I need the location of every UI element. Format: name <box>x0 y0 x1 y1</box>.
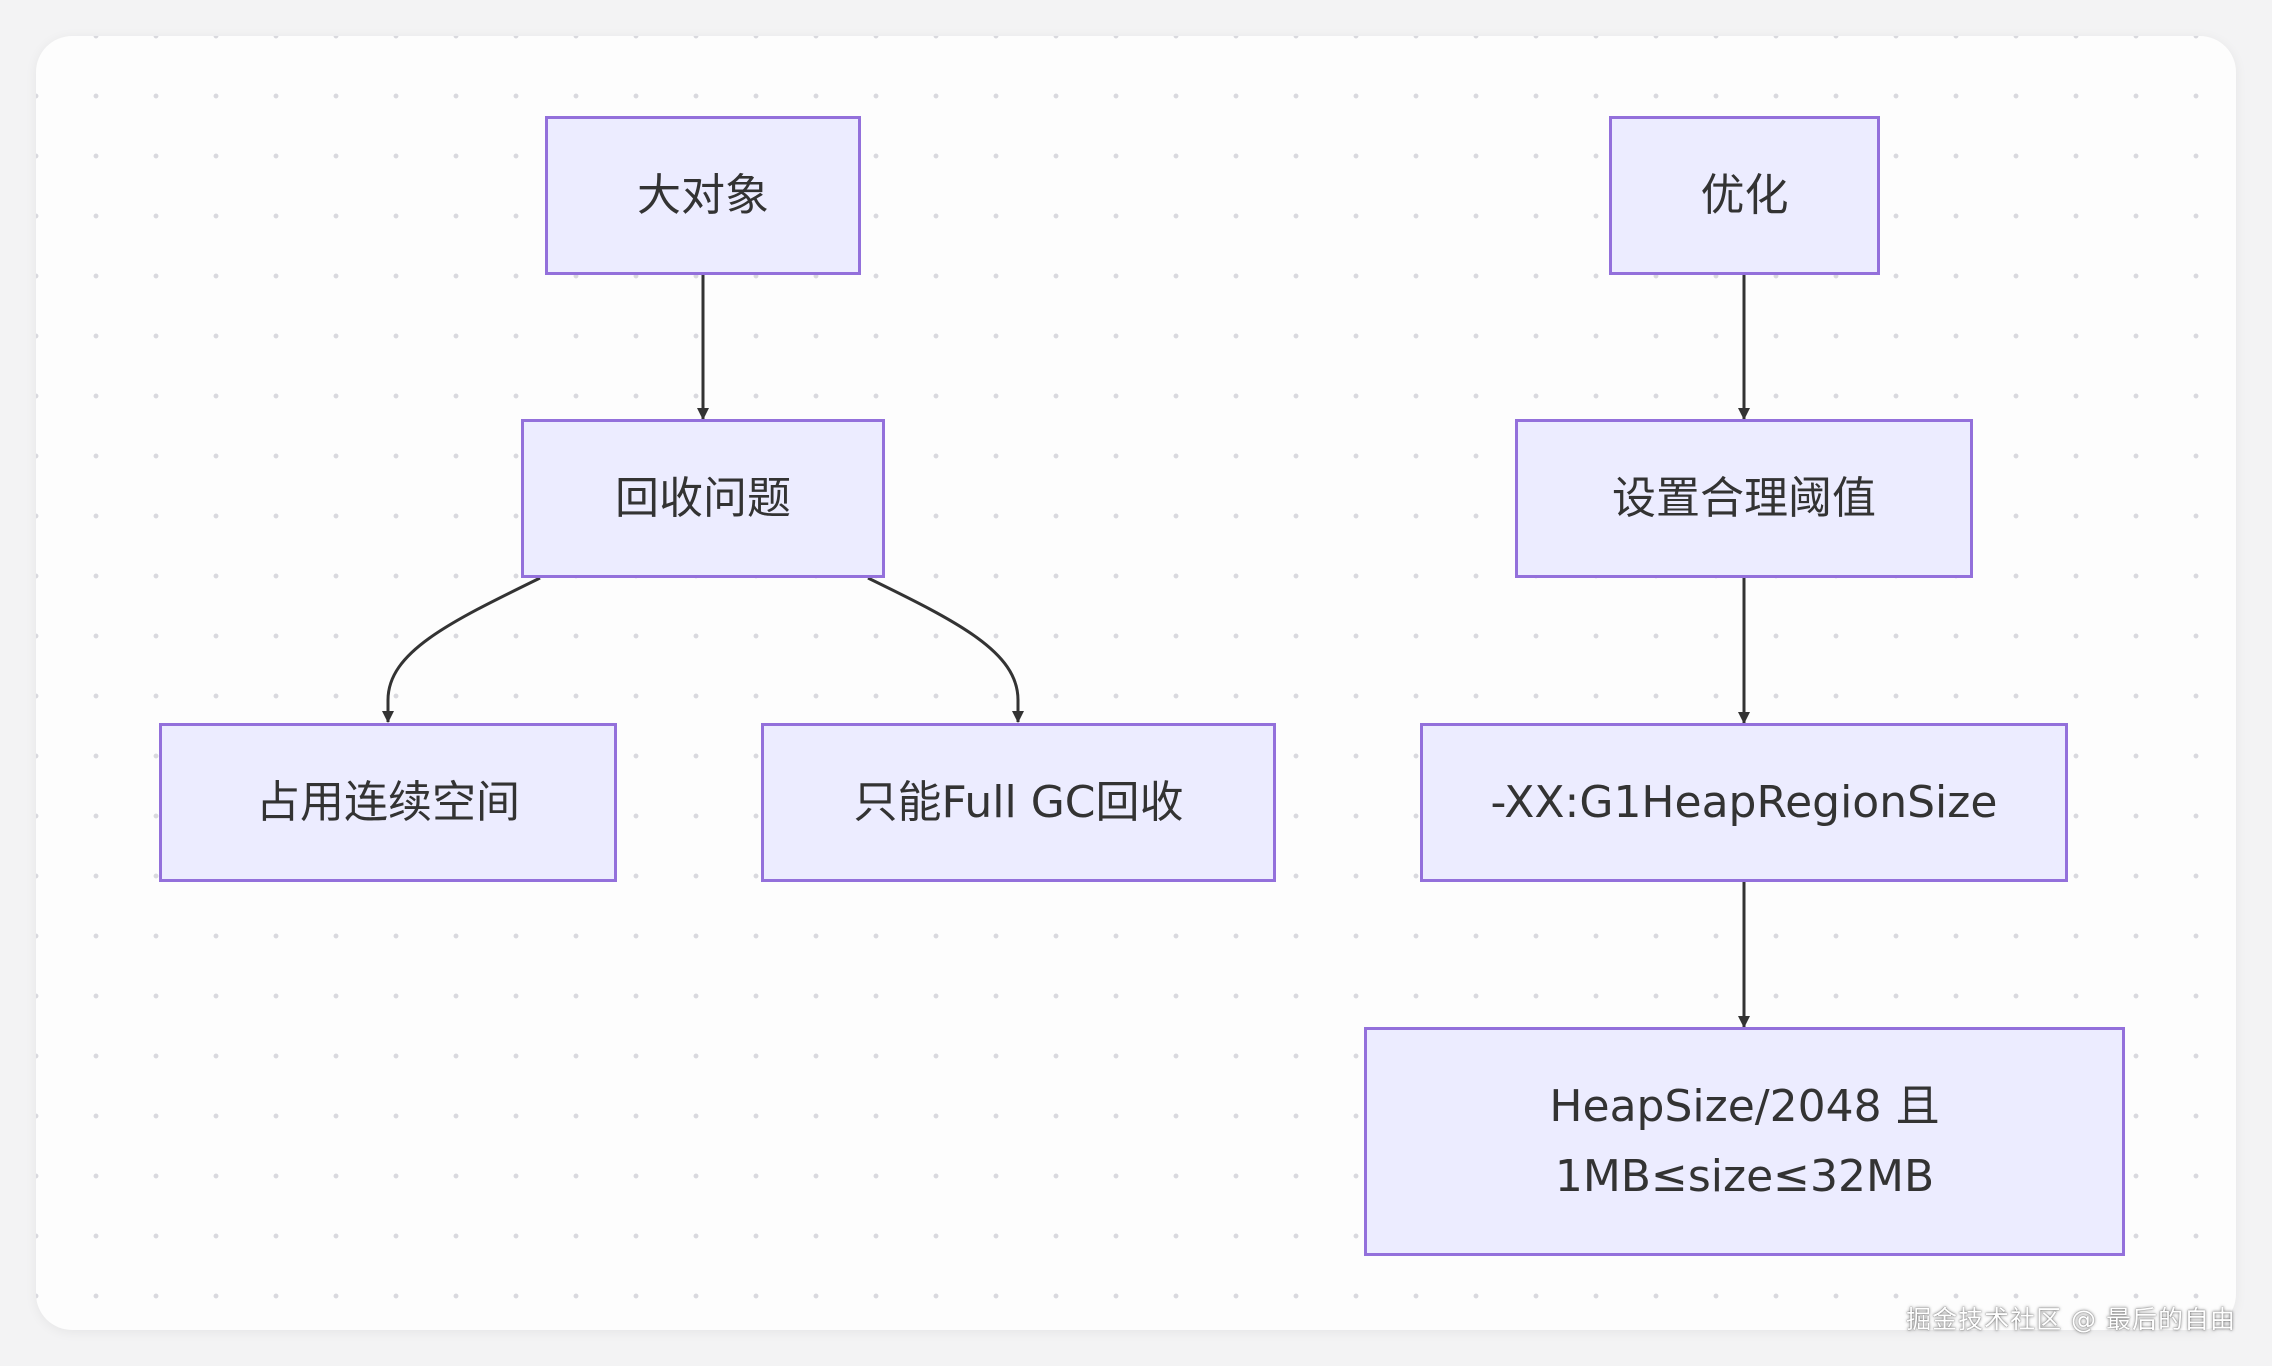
watermark: 掘金技术社区 @ 最后的自由 <box>1906 1305 2236 1334</box>
node-optimize: 优化 <box>1609 116 1880 275</box>
edge-recycle-problem-to-contiguous-space <box>382 576 541 723</box>
node-region-size-flag: -XX:G1HeapRegionSize <box>1420 723 2068 882</box>
node-region-size-flag-label: -XX:G1HeapRegionSize <box>1490 776 1998 828</box>
node-full-gc-only-label: 只能Full GC回收 <box>853 776 1184 828</box>
node-big-object: 大对象 <box>545 116 861 275</box>
node-set-threshold: 设置合理阈值 <box>1515 419 1973 578</box>
node-heap-formula: HeapSize/2048 且 1MB≤size≤32MB <box>1364 1027 2125 1256</box>
node-heap-formula-line1: HeapSize/2048 且 <box>1549 1080 1940 1132</box>
node-recycle-problem-label: 回收问题 <box>615 472 791 524</box>
node-contiguous-space-label: 占用连续空间 <box>256 776 520 828</box>
node-recycle-problem: 回收问题 <box>521 419 885 578</box>
node-big-object-label: 大对象 <box>637 169 769 221</box>
node-heap-formula-line2: 1MB≤size≤32MB <box>1554 1150 1935 1202</box>
node-full-gc-only: 只能Full GC回收 <box>761 723 1276 882</box>
node-set-threshold-label: 设置合理阈值 <box>1612 472 1876 524</box>
edge-recycle-problem-to-full-gc <box>867 576 1024 723</box>
node-optimize-label: 优化 <box>1700 169 1789 221</box>
node-contiguous-space: 占用连续空间 <box>159 723 617 882</box>
